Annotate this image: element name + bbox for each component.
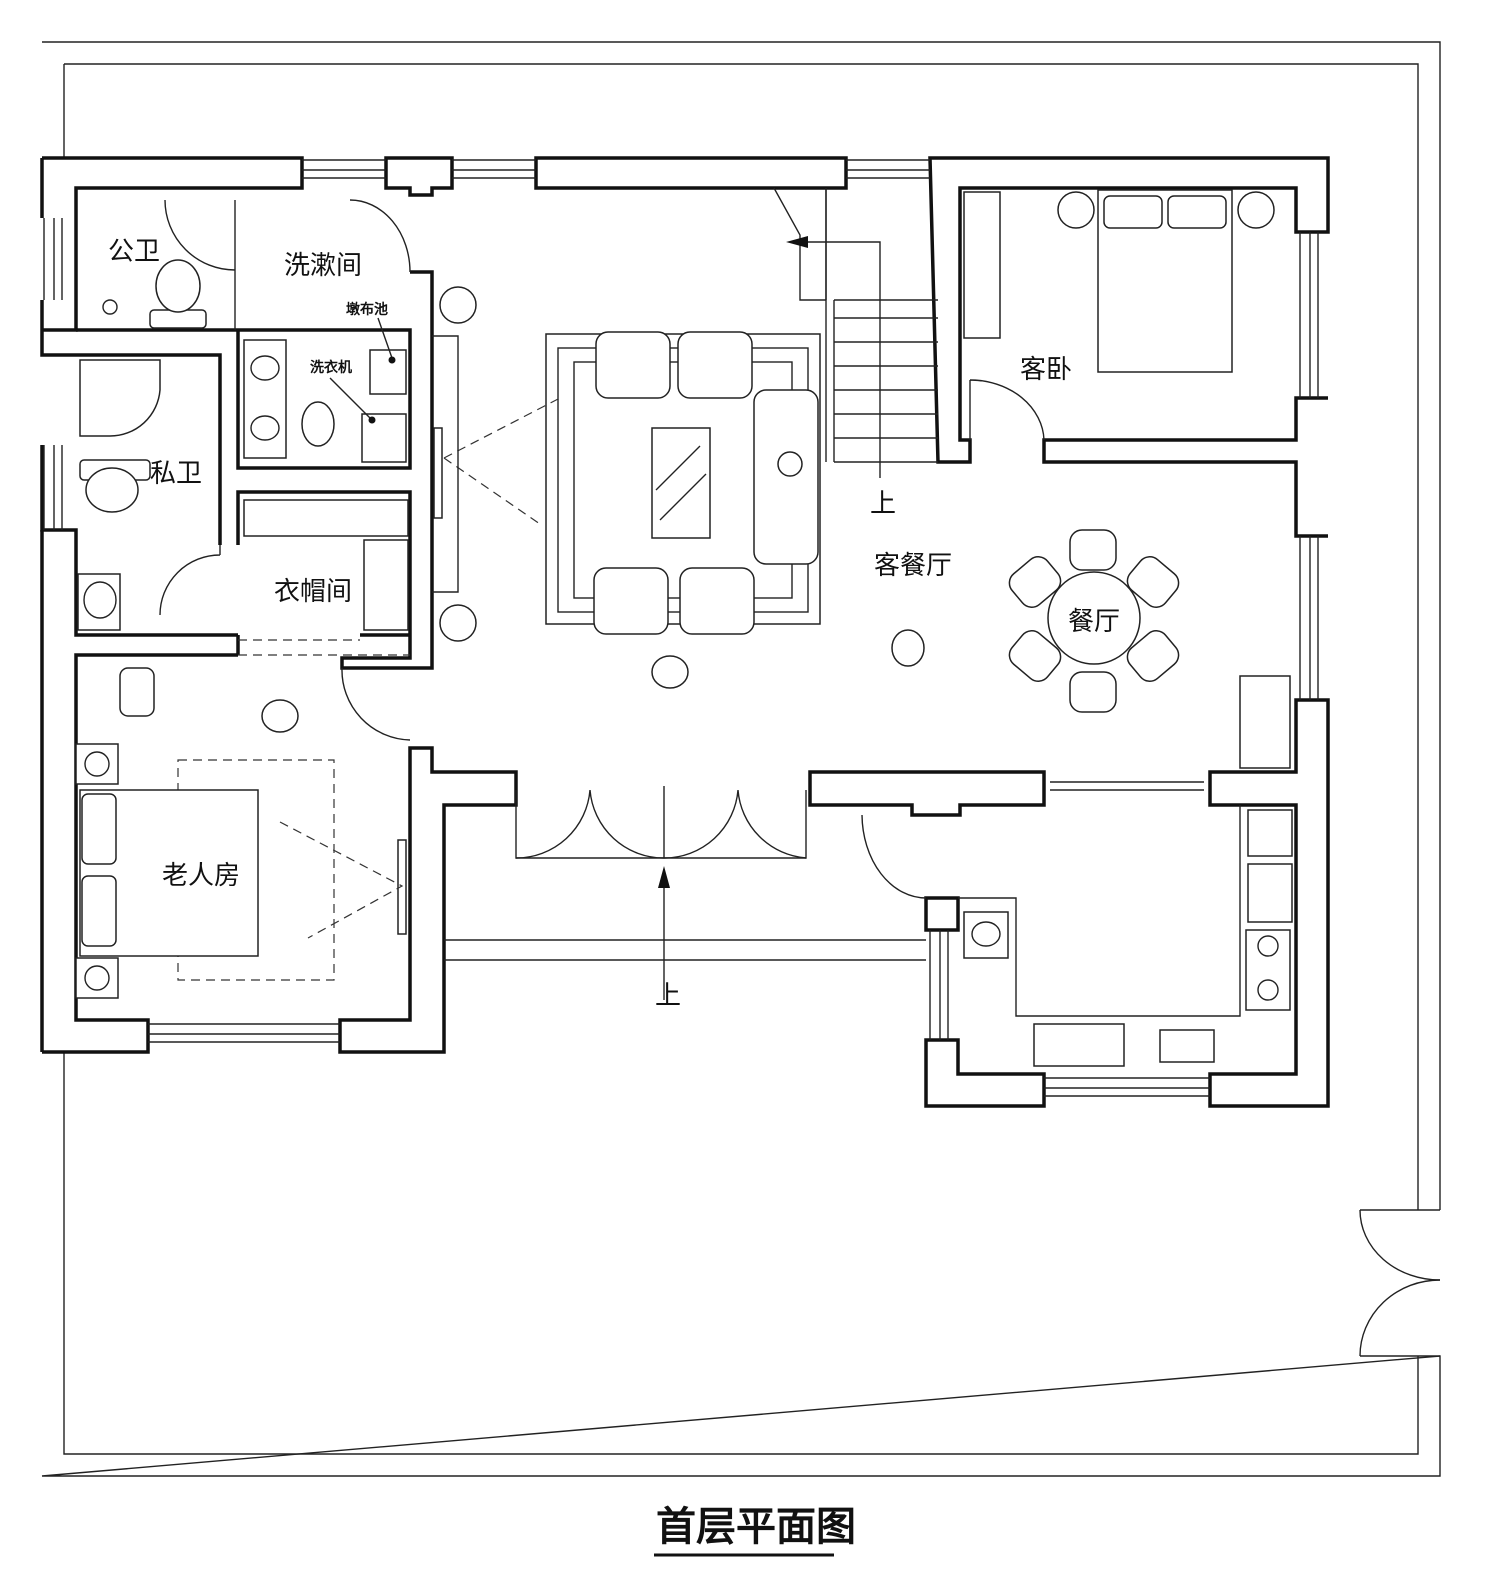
people-figures (261, 401, 925, 733)
doors (159, 199, 1204, 899)
stair-up-label: 上 (655, 981, 681, 1011)
label-elder-room: 老人房 (162, 861, 240, 891)
label-washing-machine: 洗衣机 (310, 359, 352, 376)
living-furniture (432, 286, 821, 642)
label-wash-room: 洗漱间 (284, 251, 362, 281)
label-private-bath: 私卫 (150, 459, 202, 489)
guest-bed (963, 189, 1275, 373)
label-cloakroom: 衣帽间 (274, 577, 352, 607)
label-dining: 餐厅 (1068, 607, 1120, 637)
bath-fixtures (77, 259, 409, 631)
yard-gate (1359, 1209, 1441, 1357)
dining-set (1008, 529, 1291, 769)
label-mop-sink: 墩布池 (346, 301, 388, 318)
exterior-walls (40, 156, 1330, 1108)
site-boundary (41, 41, 1441, 1477)
label-public-bath: 公卫 (108, 237, 160, 267)
windows (43, 159, 1319, 1097)
staircase (658, 187, 938, 1000)
kitchen (958, 805, 1293, 1067)
label-guest-bedroom: 客卧 (1020, 355, 1072, 385)
stair-up-label: 上 (870, 489, 896, 519)
elder-bed (75, 667, 407, 999)
drawing-title: 首层平面图 (656, 1504, 856, 1550)
label-living-dining: 客餐厅 (874, 551, 952, 581)
